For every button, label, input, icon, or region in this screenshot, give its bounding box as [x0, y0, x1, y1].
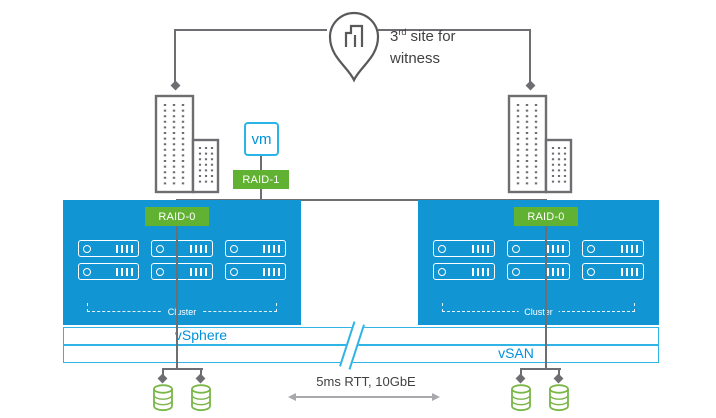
witness-label: 3rd site for witness	[390, 21, 456, 70]
server-icon	[433, 240, 496, 257]
disk-icon	[549, 384, 569, 412]
raid0-badge-left: RAID-0	[145, 207, 209, 226]
arrow-right-icon	[432, 393, 440, 401]
server-icon	[581, 263, 644, 280]
disk-split-right-v1	[520, 368, 522, 376]
vsphere-label: vSphere	[174, 327, 228, 343]
witness-link-left-horizontal	[175, 29, 327, 31]
vsan-label: vSAN	[498, 345, 534, 361]
interlink-latency-label: 5ms RTT, 10GbE	[316, 374, 416, 389]
junction-horizontal-line	[176, 199, 547, 201]
vm-raid1-connector	[260, 156, 262, 170]
witness-link-right-horizontal	[378, 29, 530, 31]
witness-link-left-vertical	[174, 29, 176, 82]
disk-split-right-v2	[558, 368, 560, 376]
server-icon	[151, 240, 213, 257]
disk-split-right-horizontal	[520, 368, 561, 370]
disk-split-left-v2	[200, 368, 202, 376]
server-icon	[78, 263, 140, 280]
arrow-diamond	[515, 373, 526, 384]
server-grid-left	[78, 240, 286, 280]
witness-link-right-vertical	[529, 29, 531, 82]
server-icon	[224, 263, 286, 280]
disk-split-left-horizontal	[162, 368, 203, 370]
raid0-badge-right: RAID-0	[514, 207, 578, 226]
arrow-diamond	[553, 373, 564, 384]
cluster-label-right: Cluster	[518, 307, 559, 317]
disk-icon	[191, 384, 211, 412]
site-buildings-icon-left	[154, 94, 220, 194]
server-grid-right	[433, 240, 644, 280]
storage-trunk-left	[176, 226, 178, 370]
server-icon	[151, 263, 213, 280]
server-icon	[224, 240, 286, 257]
raid1-junction-connector	[260, 189, 262, 200]
server-icon	[78, 240, 140, 257]
witness-label-line2: witness	[390, 50, 441, 67]
witness-pin-icon	[328, 11, 380, 83]
site-cluster-left: RAID-0 Cluster	[63, 200, 301, 325]
cluster-label-left: Cluster	[161, 307, 203, 317]
server-icon	[507, 240, 570, 257]
arrow-diamond	[195, 373, 206, 384]
arrow-diamond	[170, 80, 181, 91]
cluster-bracket-right: Cluster	[442, 303, 635, 317]
storage-trunk-right	[545, 226, 547, 370]
server-icon	[507, 263, 570, 280]
server-icon	[581, 240, 644, 257]
site-cluster-right: RAID-0 Cluster	[418, 200, 659, 325]
raid1-badge: RAID-1	[233, 170, 289, 189]
interlink-arrow-line	[292, 396, 432, 398]
disk-icon	[511, 384, 531, 412]
vm-icon: vm	[244, 122, 279, 156]
disk-split-left-v1	[162, 368, 164, 376]
disk-icon	[153, 384, 173, 412]
site-buildings-icon-right	[507, 94, 573, 194]
arrow-diamond	[525, 80, 536, 91]
witness-label-line1: 3rd site for	[390, 27, 456, 45]
cluster-bracket-left: Cluster	[87, 303, 277, 317]
vsan-layer-band: vSAN	[63, 345, 659, 363]
server-icon	[433, 263, 496, 280]
arrow-diamond	[157, 373, 168, 384]
